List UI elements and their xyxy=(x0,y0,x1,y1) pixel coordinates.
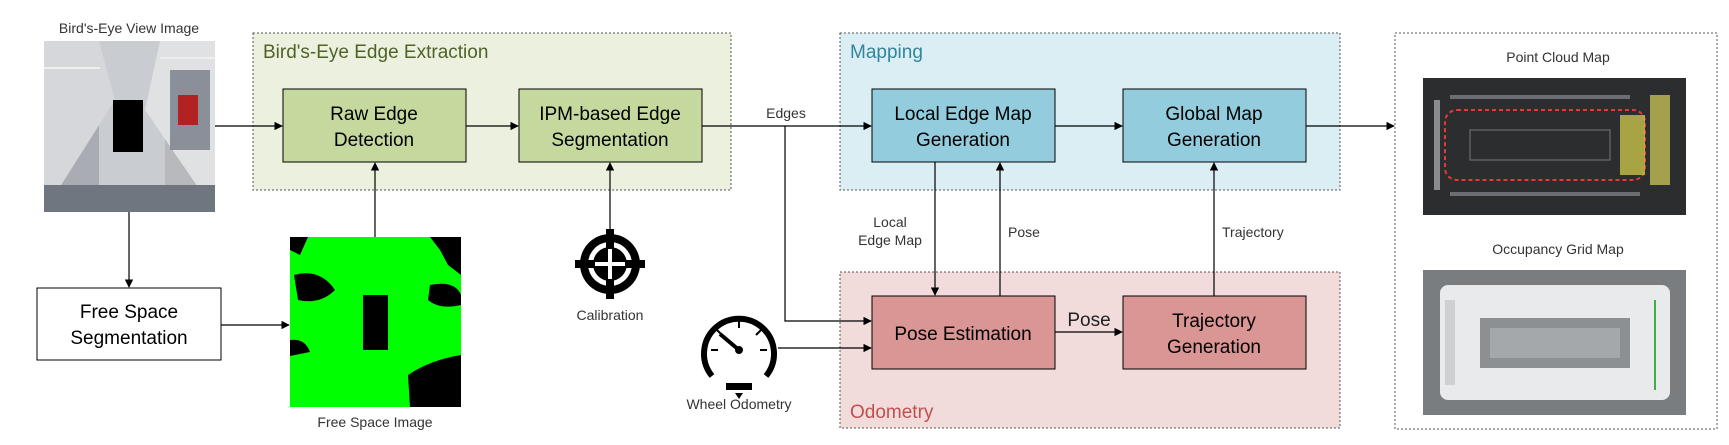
ipm-segmentation-line1: IPM-based Edge xyxy=(539,104,681,125)
mapping-title: Mapping xyxy=(850,42,923,63)
point-cloud-map-image xyxy=(1423,78,1686,215)
occupancy-grid-map-title: Occupancy Grid Map xyxy=(1492,241,1624,257)
trajectory-generation-line1: Trajectory xyxy=(1172,311,1256,332)
odometry-title: Odometry xyxy=(850,402,934,423)
pose-estimation-box xyxy=(871,295,1056,370)
raw-edge-detection-line1: Raw Edge xyxy=(330,104,418,125)
local-edge-map-generation-line2: Generation xyxy=(916,130,1010,151)
local-edge-map-generation-box xyxy=(871,88,1056,163)
free-space-segmentation-box xyxy=(36,287,222,361)
global-map-generation-line2: Generation xyxy=(1167,130,1261,151)
global-map-generation-line1: Global Map xyxy=(1165,104,1262,125)
point-cloud-map-title: Point Cloud Map xyxy=(1506,49,1610,65)
calibration-icon xyxy=(575,229,645,299)
pose-estimation-text: Pose Estimation xyxy=(894,324,1031,345)
free-space-image-label: Free Space Image xyxy=(317,414,432,430)
raw-edge-detection-line2: Detection xyxy=(334,130,414,151)
free-space-segmentation-line1: Free Space xyxy=(80,302,178,323)
pose-transfer-label: Pose xyxy=(1067,310,1110,331)
free-space-image xyxy=(290,237,461,407)
pose-feedback-label: Pose xyxy=(1008,224,1040,240)
local-edge-map-label-line2: Edge Map xyxy=(858,232,922,248)
local-edge-map-label-line1: Local xyxy=(873,214,906,230)
trajectory-label: Trajectory xyxy=(1222,224,1284,240)
trajectory-generation-line2: Generation xyxy=(1167,337,1261,358)
trajectory-generation-box xyxy=(1122,295,1307,370)
wheel-odometry-label: Wheel Odometry xyxy=(686,396,791,412)
global-map-generation-box xyxy=(1122,88,1307,163)
bev-image-label: Bird's-Eye View Image xyxy=(59,20,199,36)
local-edge-map-generation-line1: Local Edge Map xyxy=(894,104,1031,125)
occupancy-grid-map-image xyxy=(1423,270,1686,415)
speedometer-icon xyxy=(701,315,777,399)
arrow-edges-to-pose-estimation xyxy=(784,126,872,326)
free-space-segmentation-line2: Segmentation xyxy=(70,328,187,349)
edges-label: Edges xyxy=(766,105,806,121)
ipm-segmentation-box xyxy=(518,88,703,163)
output-panel xyxy=(1394,32,1718,430)
ipm-segmentation-line2: Segmentation xyxy=(551,130,668,151)
bev-image xyxy=(44,41,215,212)
calibration-label: Calibration xyxy=(577,307,644,323)
edge-extraction-title: Bird's-Eye Edge Extraction xyxy=(263,42,488,63)
raw-edge-detection-box xyxy=(282,88,467,163)
